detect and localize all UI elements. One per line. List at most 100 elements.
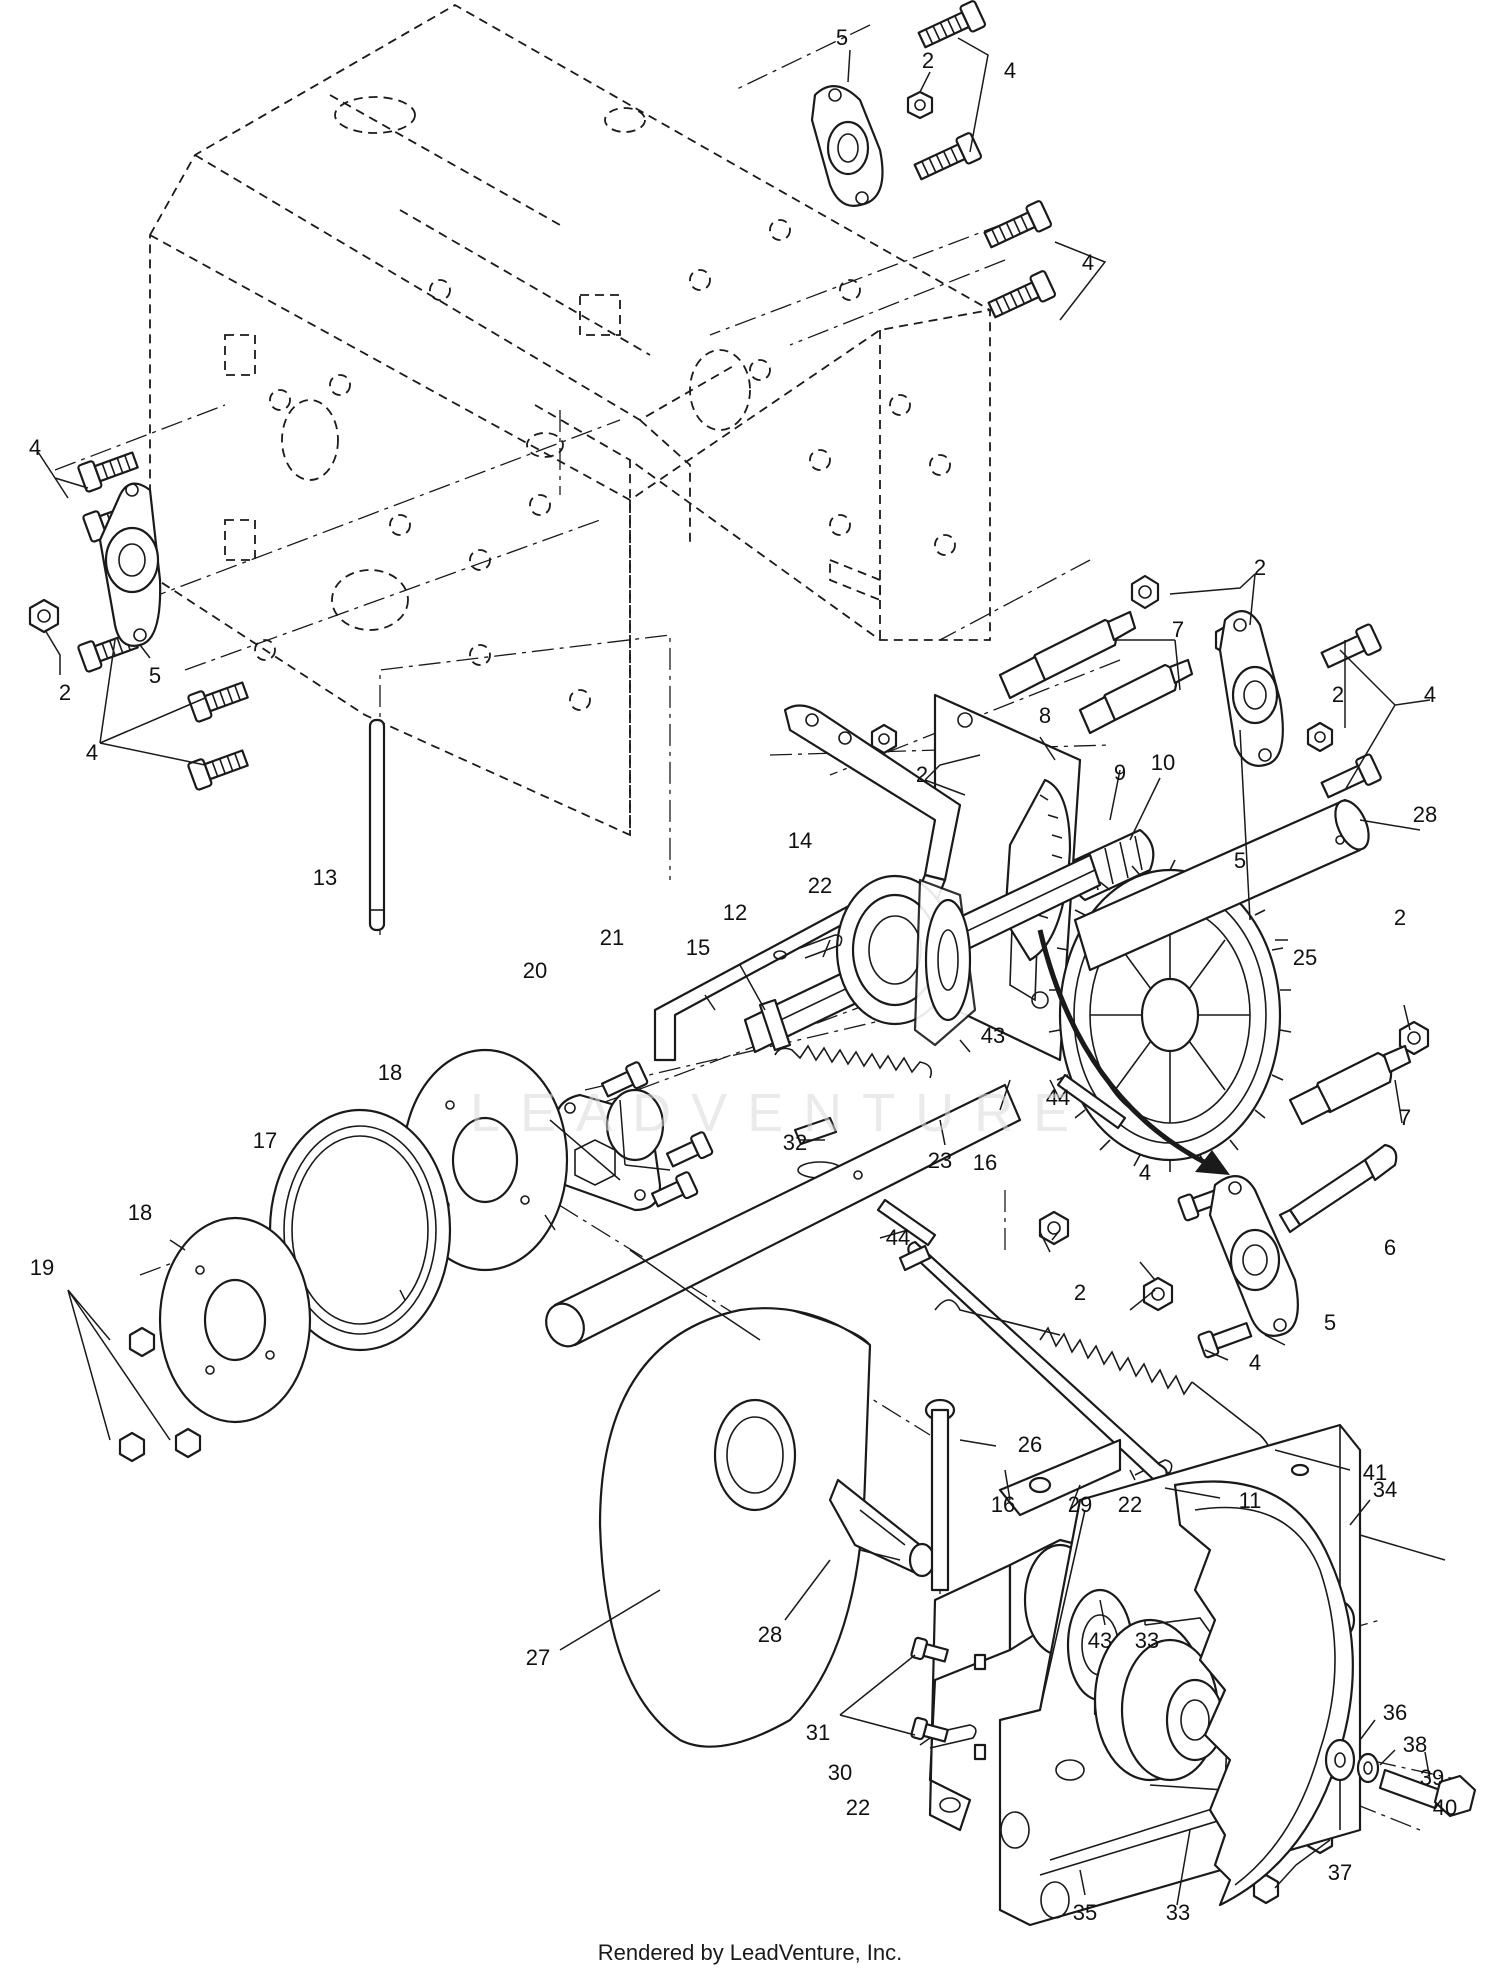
callout-10: 10	[1151, 750, 1175, 775]
bolt-4-top-3	[983, 200, 1053, 249]
callout-12: 12	[723, 900, 747, 925]
nut-2-lower-1	[1038, 1210, 1070, 1246]
nut-2-upper-right-1	[1130, 574, 1160, 610]
callout-5-right-upper: 5	[1234, 848, 1246, 873]
washer-39	[1356, 1752, 1380, 1784]
callout-4-right: 4	[1424, 682, 1436, 707]
callout-7-upper: 7	[1172, 617, 1184, 642]
nut-2-mid-3	[1306, 721, 1334, 753]
leader-lines	[37, 37, 1446, 1906]
callout-2-mid-right: 2	[1332, 682, 1344, 707]
callout-5-left: 5	[149, 663, 161, 688]
callout-4-upper-right: 4	[1082, 250, 1094, 275]
callout-4-lower-1: 4	[1139, 1160, 1151, 1185]
callout-2-lower: 2	[1074, 1280, 1086, 1305]
callout-16: 15	[686, 935, 710, 960]
bolt-4-top-2	[913, 132, 983, 181]
spacer-7-upper-1	[998, 610, 1137, 700]
callout-41-top: 43	[981, 1023, 1005, 1048]
callout-2-top: 2	[922, 48, 934, 73]
washer-41	[924, 898, 972, 1022]
callout-21: 21	[600, 925, 624, 950]
footer-credit: Rendered by LeadVenture, Inc.	[597, 1940, 903, 1965]
callout-4-left: 4	[29, 435, 41, 460]
callout-38: 38	[1403, 1732, 1427, 1757]
spacer-7-upper-2	[1078, 658, 1194, 735]
callout-27: 28	[1413, 802, 1437, 827]
pin-25	[924, 1398, 956, 1592]
bolt-4-left-5	[187, 749, 249, 791]
callout-18-upper: 18	[378, 1060, 402, 1085]
callout-9: 9	[1114, 760, 1126, 785]
bolt-4-left-4	[187, 681, 249, 723]
bolt-4-left-1	[77, 451, 139, 493]
nut-19-3	[174, 1427, 202, 1459]
bearing-flange-5-left	[98, 482, 162, 647]
hub-28	[828, 1478, 936, 1578]
bolt-40	[1378, 1768, 1477, 1818]
callout-19: 19	[30, 1255, 54, 1280]
spacer-7-right	[1288, 1044, 1412, 1126]
callout-44-lower: 44	[886, 1225, 910, 1250]
nut-2-right	[1398, 1020, 1430, 1056]
callout-20: 20	[523, 958, 547, 983]
screw-21-1	[600, 1061, 649, 1098]
cotter-pin-22-top	[799, 934, 843, 959]
callout-15-top: 16	[973, 1150, 997, 1175]
callout-4-top: 4	[1004, 58, 1016, 83]
callout-24: 25	[1293, 945, 1317, 970]
callout-39: 39	[1420, 1765, 1444, 1790]
callout-29: 29	[1068, 1492, 1092, 1517]
callout-32: 32	[783, 1130, 807, 1155]
callout-28: 28	[758, 1622, 782, 1647]
callout-43: 41	[1363, 1460, 1387, 1485]
pin-44-lower	[876, 1198, 937, 1247]
callout-7-right: 7	[1399, 1105, 1411, 1130]
screw-21-2	[665, 1131, 714, 1168]
cotter-pin-22-mid	[1134, 1459, 1173, 1489]
bracket-29	[998, 1438, 1122, 1517]
arrow-indicator	[1037, 929, 1230, 1175]
callout-25: 26	[1018, 1432, 1042, 1457]
bolt-4-right-1	[1320, 623, 1382, 669]
callout-33-top: 33	[1135, 1628, 1159, 1653]
nut-2-lower-2	[1142, 1276, 1174, 1312]
watermark-logo: LEADVENTURE	[470, 1083, 1090, 1143]
callout-26: 27	[526, 1645, 550, 1670]
spring-23	[774, 1044, 933, 1079]
nut-2-left	[28, 598, 60, 634]
plate-18-lower	[158, 1216, 312, 1424]
callout-2-left: 2	[59, 680, 71, 705]
callout-2-right: 2	[1394, 905, 1406, 930]
callout-34: 34	[1373, 1477, 1397, 1502]
callout-41-bottom: 43	[1088, 1628, 1112, 1653]
screw-31-1	[910, 1636, 949, 1663]
frame-housing	[149, 3, 991, 837]
callout-44-upper: 44	[1046, 1085, 1070, 1110]
callout-30: 30	[828, 1760, 852, 1785]
callout-23: 23	[928, 1148, 952, 1173]
bolt-6	[1278, 1143, 1398, 1234]
callout-15-bottom: 16	[991, 1492, 1015, 1517]
pin-44-upper	[1056, 1073, 1127, 1130]
callout-35: 35	[1073, 1900, 1097, 1925]
callout-8: 8	[1039, 703, 1051, 728]
callout-22-top: 22	[808, 873, 832, 898]
callout-22-mid: 22	[1118, 1492, 1142, 1517]
nut-19-1	[128, 1326, 156, 1358]
callout-2-center: 2	[916, 762, 928, 787]
bearing-flange-5-right-lower	[1208, 1175, 1299, 1337]
shaft-27	[1073, 798, 1370, 972]
nut-2-top	[906, 90, 934, 120]
callout-5-right-lower: 5	[1324, 1310, 1336, 1335]
callout-17: 17	[253, 1128, 277, 1153]
bolt-4-top-1	[917, 0, 987, 49]
bearing-flange-5-right-upper	[1218, 610, 1284, 767]
drive-disc-26	[598, 1307, 872, 1748]
bolt-4-lower-2	[1197, 1322, 1253, 1359]
callout-4-left-lower: 4	[86, 740, 98, 765]
washer-38	[1324, 1738, 1356, 1782]
callout-13: 13	[313, 865, 337, 890]
pin-13	[368, 718, 386, 932]
bolt-4-right-2	[1320, 753, 1382, 799]
